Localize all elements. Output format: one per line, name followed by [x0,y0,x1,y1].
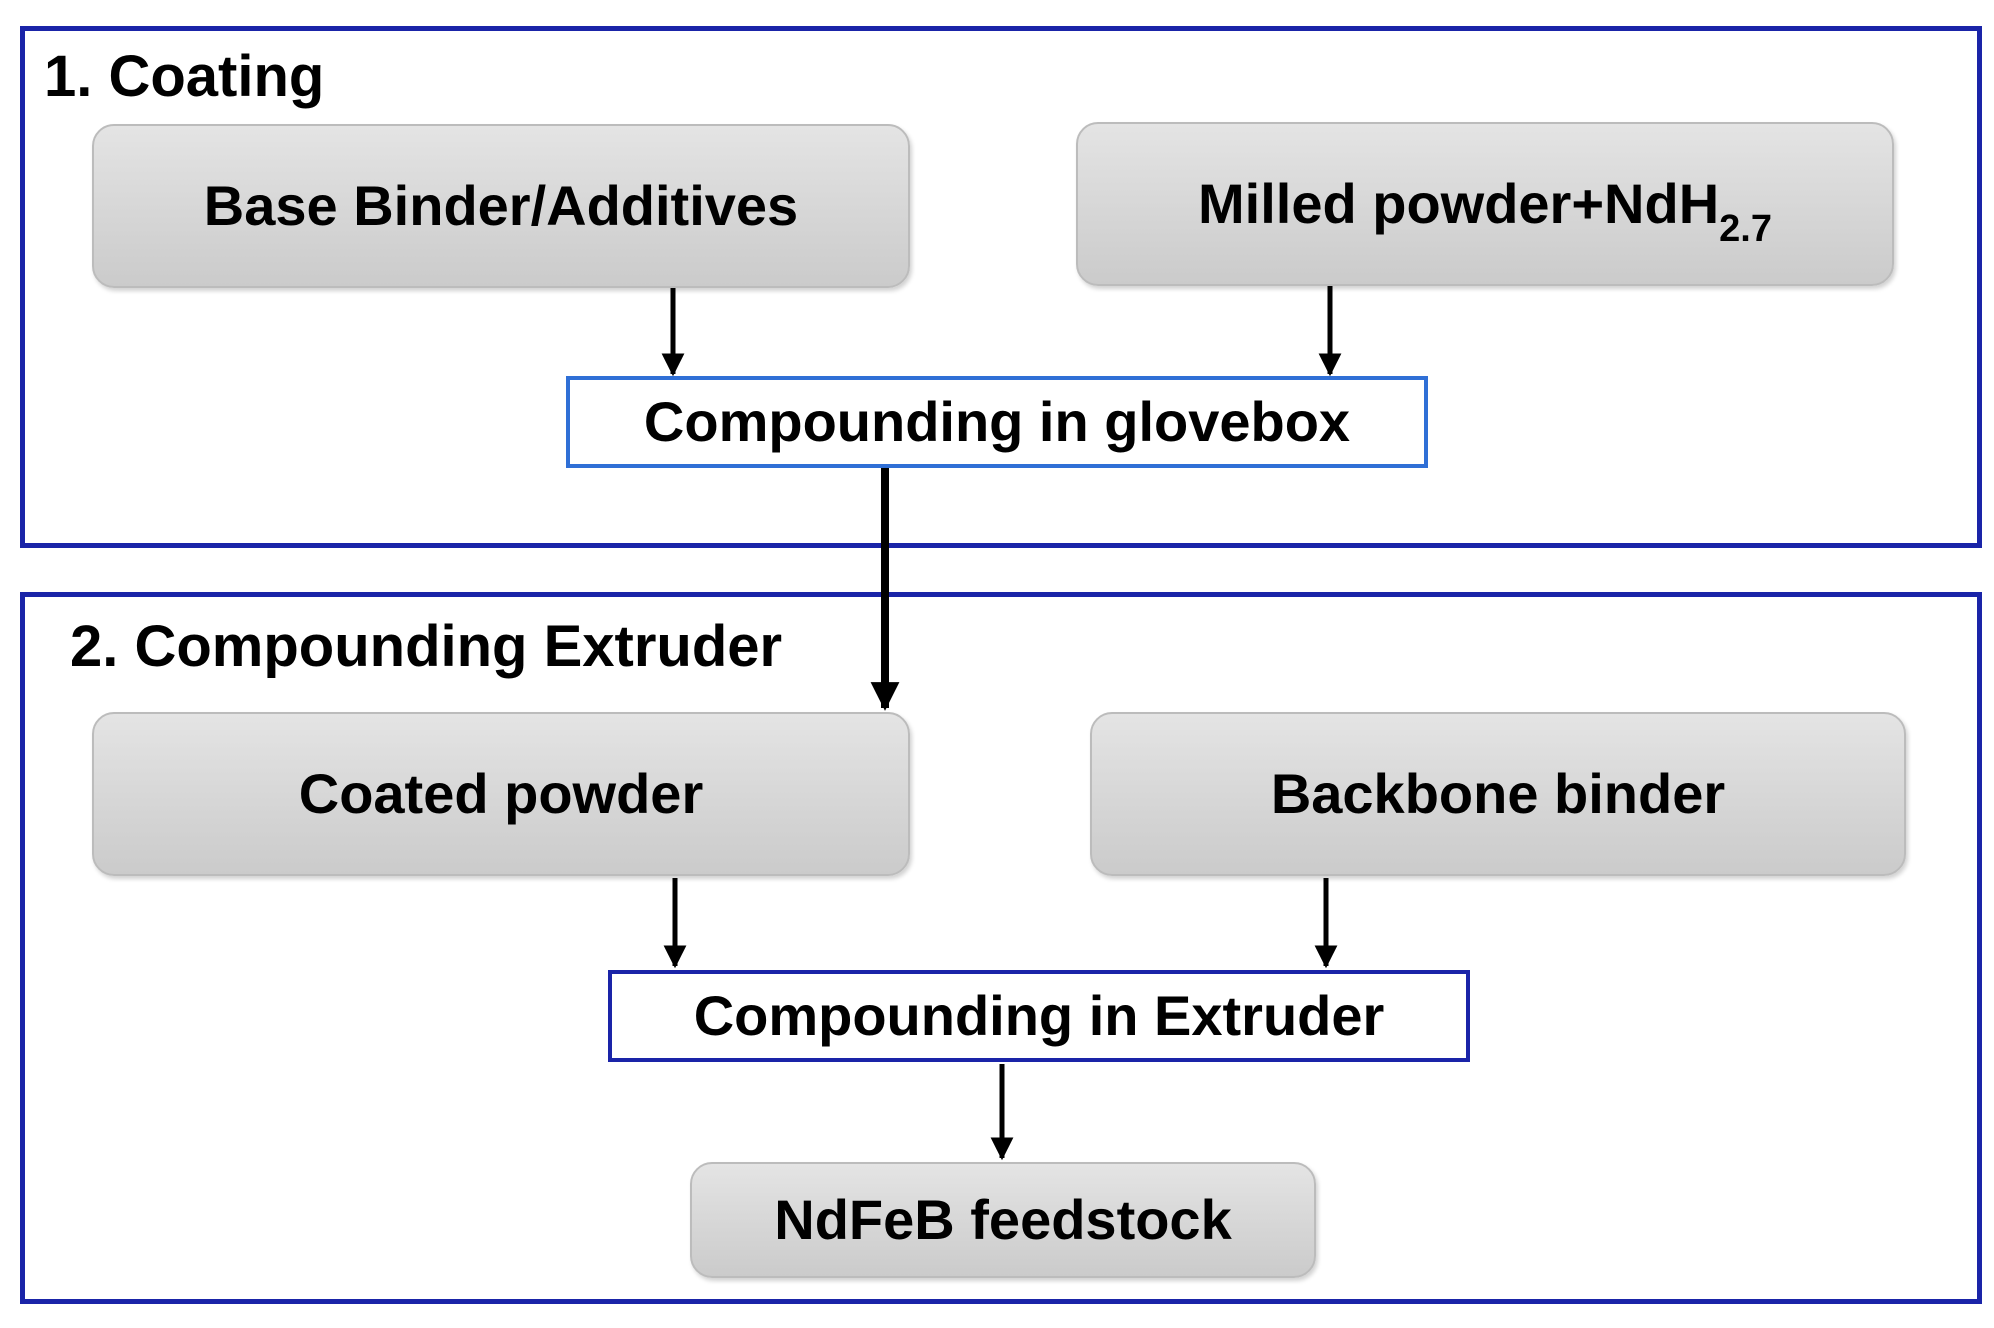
node-coated-powder: Coated powder [92,712,910,876]
node-backbone-binder-label: Backbone binder [1270,762,1726,825]
node-feedstock: NdFeB feedstock [690,1162,1316,1278]
node-base-binder: Base Binder/Additives [92,124,910,288]
node-feedstock-label: NdFeB feedstock [774,1188,1232,1251]
section-extruder-frame [20,592,1982,1304]
node-milled-powder: Milled powder+NdH2.7 [1076,122,1894,286]
node-base-binder-label: Base Binder/Additives [203,174,799,237]
node-milled-powder-subscript: 2.7 [1719,208,1772,250]
node-compounding-extruder: Compounding in Extruder [608,970,1470,1062]
node-milled-powder-label: Milled powder+NdH2.7 [1198,176,1772,249]
node-coated-powder-label: Coated powder [298,762,704,825]
node-compounding-glovebox-label: Compounding in glovebox [643,390,1351,453]
section-extruder-title: 2. Compounding Extruder [70,614,783,679]
section-coating-frame [20,26,1982,548]
node-backbone-binder: Backbone binder [1090,712,1906,876]
section-coating-title: 1. Coating [44,44,325,109]
node-compounding-extruder-label: Compounding in Extruder [693,984,1385,1047]
node-compounding-glovebox: Compounding in glovebox [566,376,1428,468]
node-milled-powder-text: Milled powder+NdH [1198,172,1720,235]
